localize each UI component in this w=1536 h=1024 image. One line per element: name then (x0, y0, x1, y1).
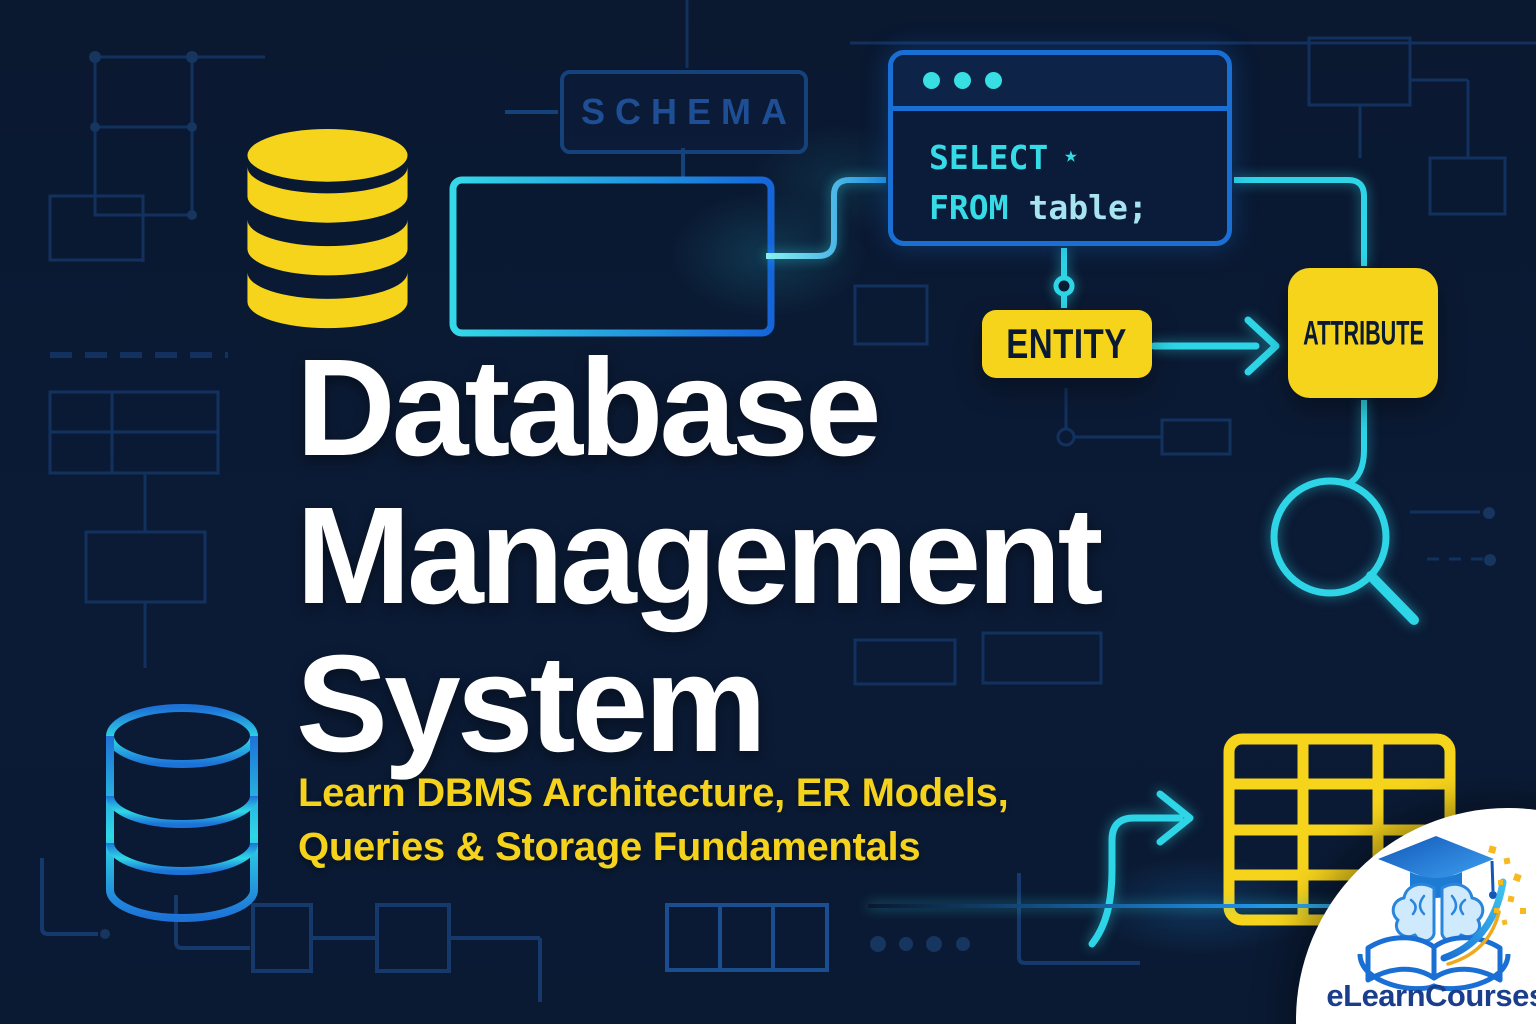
logo-mark-icon (1357, 836, 1526, 992)
table-to-window-connector (766, 177, 886, 259)
window-dot-icon (954, 72, 971, 89)
window-titlebar (893, 55, 1227, 111)
title-line-1: Database (296, 331, 882, 485)
page-title: Database Management System (296, 331, 1103, 781)
window-to-entity-connector (1053, 248, 1075, 308)
sql-code: SELECT ★ FROM table; (893, 111, 1227, 233)
entity-label: ENTITY (1006, 319, 1128, 367)
logo-text: eLearnCourses (1326, 978, 1536, 1013)
sql-line-1: SELECT ★ (929, 131, 1227, 183)
title-line-2: Management (296, 479, 1103, 633)
swoosh-icon (1440, 878, 1507, 966)
subtitle-line-1: Learn DBMS Architecture, ER Models, (298, 771, 1009, 815)
star-operator: ★ (1064, 143, 1078, 168)
graduation-cap-icon (1378, 836, 1497, 899)
subtitle: Learn DBMS Architecture, ER Models, Quer… (298, 766, 1009, 874)
sql-argument: table; (1028, 188, 1148, 227)
database-outline-icon (106, 704, 258, 922)
entity-node: ENTITY (982, 310, 1152, 378)
sql-keyword: FROM (929, 188, 1009, 227)
attribute-node: ATTRIBUTE (1288, 268, 1438, 398)
window-dot-icon (923, 72, 940, 89)
window-dot-icon (985, 72, 1002, 89)
magnifier-icon (1270, 477, 1419, 625)
entity-to-attribute-arrow (1150, 316, 1280, 376)
open-book-icon (1365, 935, 1503, 983)
title-line-3: System (296, 627, 767, 781)
sql-line-2: FROM table; (929, 183, 1227, 233)
schema-label: SCHEMA (580, 91, 797, 132)
sql-keyword: SELECT (929, 138, 1049, 177)
confetti-icon (1488, 845, 1526, 926)
sql-code-window: SELECT ★ FROM table; (888, 50, 1232, 246)
brand-logo: eLearnCourses (1296, 808, 1536, 1024)
database-icon (247, 128, 408, 329)
arrow-to-records-table (1088, 790, 1194, 948)
attribute-label: ATTRIBUTE (1302, 313, 1424, 352)
subtitle-line-2: Queries & Storage Fundamentals (298, 825, 921, 869)
schema-box: SCHEMA (560, 70, 808, 154)
